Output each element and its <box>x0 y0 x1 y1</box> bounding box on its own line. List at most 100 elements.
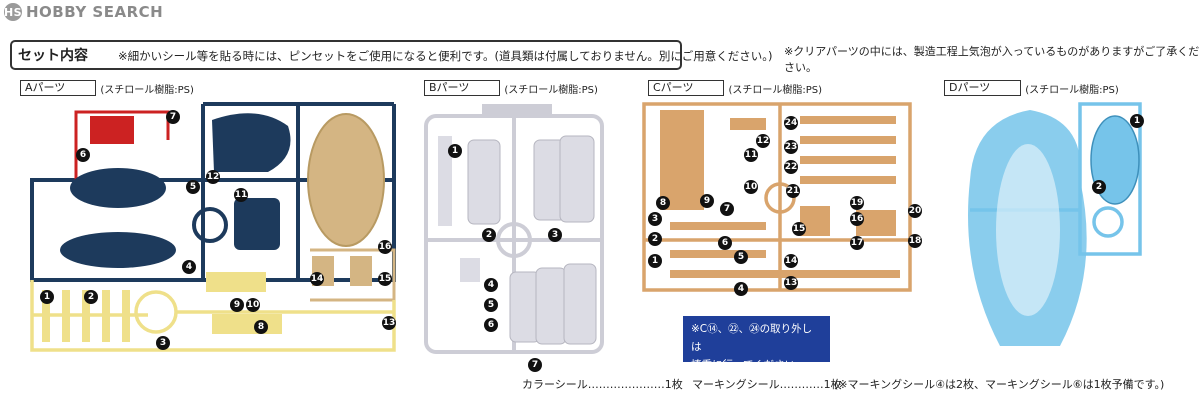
part-b-tab <box>482 104 552 116</box>
part-c-rail-4 <box>800 176 896 184</box>
part-c-number-badge: 1 <box>648 254 662 268</box>
part-b-header: Bパーツ (スチロール樹脂:PS) <box>424 80 598 96</box>
marking-seal-count: マーキングシール…………1枚 <box>692 378 842 391</box>
part-c-rail-1 <box>800 116 896 124</box>
part-a-label: Aパーツ <box>20 80 97 96</box>
part-b-number-badge: 1 <box>448 144 462 158</box>
part-c-tower <box>660 110 704 210</box>
part-a-yellow-2 <box>212 314 282 334</box>
part-c-number-badge: 24 <box>784 116 798 130</box>
part-c-material: (スチロール樹脂:PS) <box>728 84 823 96</box>
part-c-number-badge: 18 <box>908 234 922 248</box>
part-c-number-badge: 17 <box>850 236 864 250</box>
part-c-rail-7 <box>670 270 900 278</box>
part-a-number-badge: 13 <box>382 316 396 330</box>
sprue-d <box>968 102 1142 346</box>
part-a-body-1 <box>70 168 166 208</box>
contents-label: セット内容 <box>18 48 88 64</box>
color-seal-count: カラーシール…………………1枚 <box>522 378 683 391</box>
part-c-number-badge: 11 <box>744 148 758 162</box>
part-c-number-badge: 15 <box>792 222 806 236</box>
part-c-number-badge: 12 <box>756 134 770 148</box>
part-c-header: Cパーツ (スチロール樹脂:PS) <box>648 80 822 96</box>
part-a-number-badge: 1 <box>40 290 54 304</box>
logo-mark: HS <box>4 3 22 21</box>
part-b-number-badge: 3 <box>548 228 562 242</box>
part-a-number-badge: 7 <box>166 110 180 124</box>
clear-parts-note: ※クリアパーツの中には、製造工程上気泡が入っているものがありますがご了承ください… <box>784 45 1200 74</box>
part-d-label: Dパーツ <box>944 80 1022 96</box>
part-a-number-badge: 15 <box>378 272 392 286</box>
part-c-number-badge: 8 <box>656 196 670 210</box>
part-b-number-badge: 5 <box>484 298 498 312</box>
part-a-number-badge: 3 <box>156 336 170 350</box>
contents-note: ※細かいシール等を貼る時には、ピンセットをご使用になると便利です。(道具類は付属… <box>118 49 773 63</box>
part-b-panel-6 <box>563 263 597 345</box>
part-c-number-badge: 7 <box>720 202 734 216</box>
part-c-number-badge: 4 <box>734 282 748 296</box>
logo-text: HOBBY SEARCH <box>26 3 164 21</box>
sprue-b <box>424 104 604 354</box>
part-a-material: (スチロール樹脂:PS) <box>100 84 194 96</box>
part-c-label: Cパーツ <box>648 80 725 96</box>
part-c-number-badge: 2 <box>648 232 662 246</box>
sprue-c <box>642 102 912 292</box>
part-c-rail-2 <box>800 136 896 144</box>
part-a-number-badge: 12 <box>206 170 220 184</box>
part-a-number-badge: 4 <box>182 260 196 274</box>
part-b-number-badge: 2 <box>482 228 496 242</box>
part-b-panel-3 <box>559 135 595 223</box>
warning-line-2: 慎重に行ってください。 <box>691 359 806 371</box>
part-c-number-badge: 20 <box>908 204 922 218</box>
part-a-number-badge: 8 <box>254 320 268 334</box>
part-b-label: Bパーツ <box>424 80 501 96</box>
part-c-number-badge: 5 <box>734 250 748 264</box>
contents-box <box>10 40 682 70</box>
part-c-number-badge: 14 <box>784 254 798 268</box>
part-c-number-badge: 19 <box>850 196 864 210</box>
part-c-number-badge: 3 <box>648 212 662 226</box>
part-c-number-badge: 22 <box>784 160 798 174</box>
part-a-tan-shell <box>307 113 385 247</box>
part-c-bar-1 <box>730 118 766 130</box>
part-b-rod <box>438 136 452 226</box>
part-a-number-badge: 6 <box>76 148 90 162</box>
part-a-red-block <box>90 116 134 144</box>
warning-line-1: ※C⑭、㉒、㉔の取り外しは <box>691 323 813 353</box>
part-b-number-badge: 7 <box>528 358 542 372</box>
part-b-number-badge: 4 <box>484 278 498 292</box>
removal-warning: ※C⑭、㉒、㉔の取り外しは 慎重に行ってください。 <box>683 316 830 371</box>
part-b-material: (スチロール樹脂:PS) <box>504 84 598 96</box>
part-c-number-badge: 21 <box>786 184 800 198</box>
part-c-number-badge: 9 <box>700 194 714 208</box>
part-a-seat <box>234 198 280 250</box>
part-a-tan-small-2 <box>350 256 372 286</box>
part-a-yellow-pegs <box>42 290 130 342</box>
part-a-number-badge: 16 <box>378 240 392 254</box>
part-c-number-badge: 23 <box>784 140 798 154</box>
part-c-rail-5 <box>670 222 766 230</box>
part-b-number-badge: 6 <box>484 318 498 332</box>
part-b-panel-1 <box>467 139 501 225</box>
part-c-rail-6 <box>670 250 766 258</box>
part-d-opening <box>996 144 1060 316</box>
part-a-number-badge: 9 <box>230 298 244 312</box>
part-a-cowl <box>212 113 291 172</box>
part-b-panel-5 <box>535 267 567 345</box>
sprue-a <box>30 102 396 352</box>
part-c-number-badge: 13 <box>784 276 798 290</box>
part-c-number-badge: 16 <box>850 212 864 226</box>
part-a-body-2 <box>60 232 176 268</box>
part-d-header: Dパーツ (スチロール樹脂:PS) <box>944 80 1119 96</box>
part-d-number-badge: 2 <box>1092 180 1106 194</box>
part-c-number-badge: 6 <box>718 236 732 250</box>
part-b-small-1 <box>460 258 480 282</box>
part-a-number-badge: 10 <box>246 298 260 312</box>
part-a-number-badge: 14 <box>310 272 324 286</box>
part-a-yellow-1 <box>206 272 266 292</box>
part-a-header: Aパーツ (スチロール樹脂:PS) <box>20 80 194 96</box>
part-d-number-badge: 1 <box>1130 114 1144 128</box>
part-c-number-badge: 10 <box>744 180 758 194</box>
marking-seal-note: (※マーキングシール④は2枚、マーキングシール⑥は1枚予備です。) <box>834 378 1165 391</box>
part-d-material: (スチロール樹脂:PS) <box>1025 84 1119 96</box>
